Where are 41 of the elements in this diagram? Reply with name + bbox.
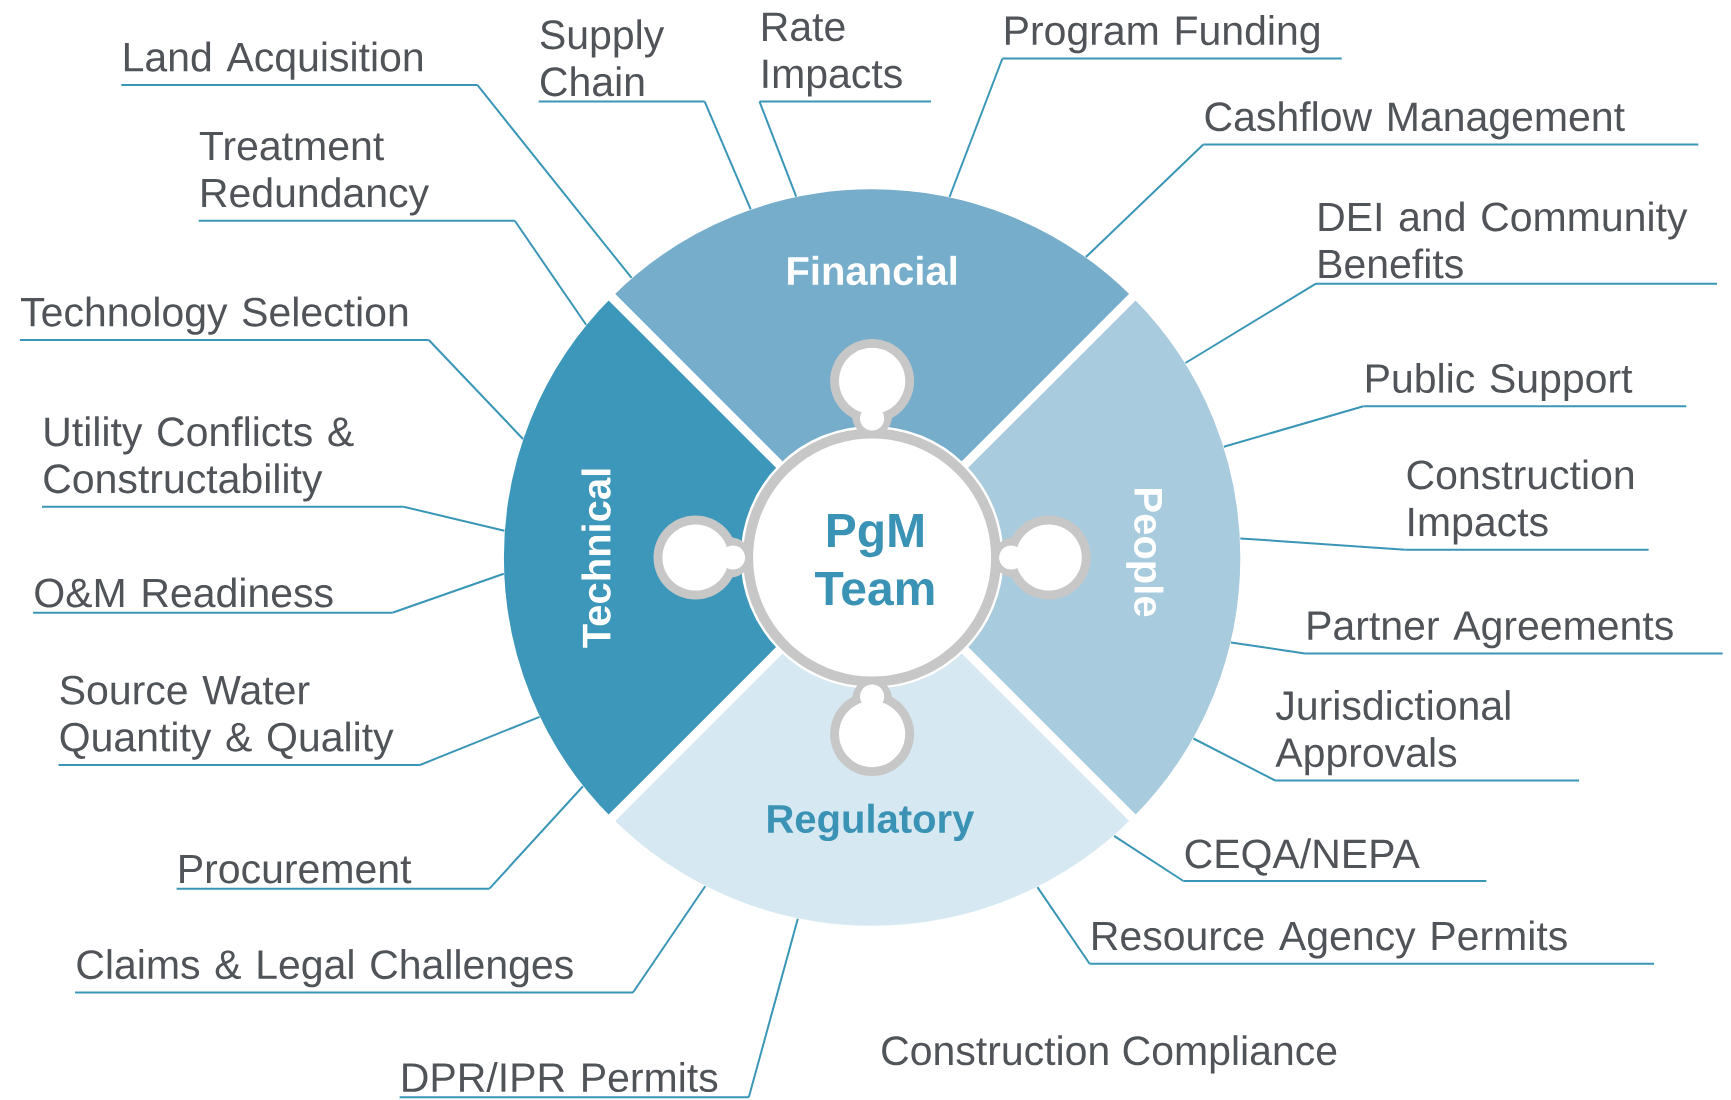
leader-line xyxy=(1084,143,1205,259)
topic-label: Utility Conflicts & Constructability xyxy=(41,416,405,508)
leader-line xyxy=(402,505,506,532)
leader-line xyxy=(513,219,588,326)
topic-label: Supply Chain xyxy=(537,19,706,103)
topic-label: Partner Agreements xyxy=(1303,611,1724,655)
leader-line xyxy=(1113,834,1185,882)
topic-label: Rate Impacts xyxy=(758,12,932,103)
topic-label: Cashflow Management xyxy=(1202,101,1700,146)
leader-line xyxy=(1184,282,1317,364)
topic-label: Construction Compliance xyxy=(882,1035,1337,1074)
leader-line xyxy=(418,715,541,766)
topic-label: Technology Selection xyxy=(18,296,430,341)
leader-line xyxy=(703,100,752,211)
topic-label: Source Water Quantity & Quality xyxy=(57,675,421,766)
topic-label: Construction Impacts xyxy=(1404,459,1650,551)
leader-line xyxy=(391,572,505,614)
topic-label: Claims & Legal Challenges xyxy=(74,949,634,994)
topic-label: DEI and Community Benefits xyxy=(1314,201,1718,285)
leader-line xyxy=(1222,405,1365,448)
leader-line xyxy=(1192,737,1277,782)
topic-label: CEQA/NEPA xyxy=(1182,838,1488,882)
leader-line xyxy=(948,57,1004,198)
topic-label: Procurement xyxy=(175,854,491,890)
topic-label: O&M Readiness xyxy=(32,577,394,614)
topic-label: Public Support xyxy=(1362,362,1688,408)
leader-line xyxy=(758,100,798,198)
leader-line xyxy=(476,84,633,279)
topic-label: Treatment Redundancy xyxy=(197,131,516,222)
leader-line xyxy=(747,917,799,1099)
leader-line xyxy=(632,885,707,994)
leader-line xyxy=(1239,537,1407,551)
leader-line xyxy=(1036,886,1091,965)
topic-label: DPR/IPR Permits xyxy=(398,1062,750,1099)
topic-label: Program Funding xyxy=(1001,15,1343,60)
leader-line xyxy=(427,339,524,440)
leader-line xyxy=(1229,641,1306,655)
leader-line xyxy=(488,785,584,890)
topic-label: Land Acquisition xyxy=(120,41,479,86)
topic-label: Jurisdictional Approvals xyxy=(1274,690,1581,782)
topic-label: Resource Agency Permits xyxy=(1088,920,1656,965)
